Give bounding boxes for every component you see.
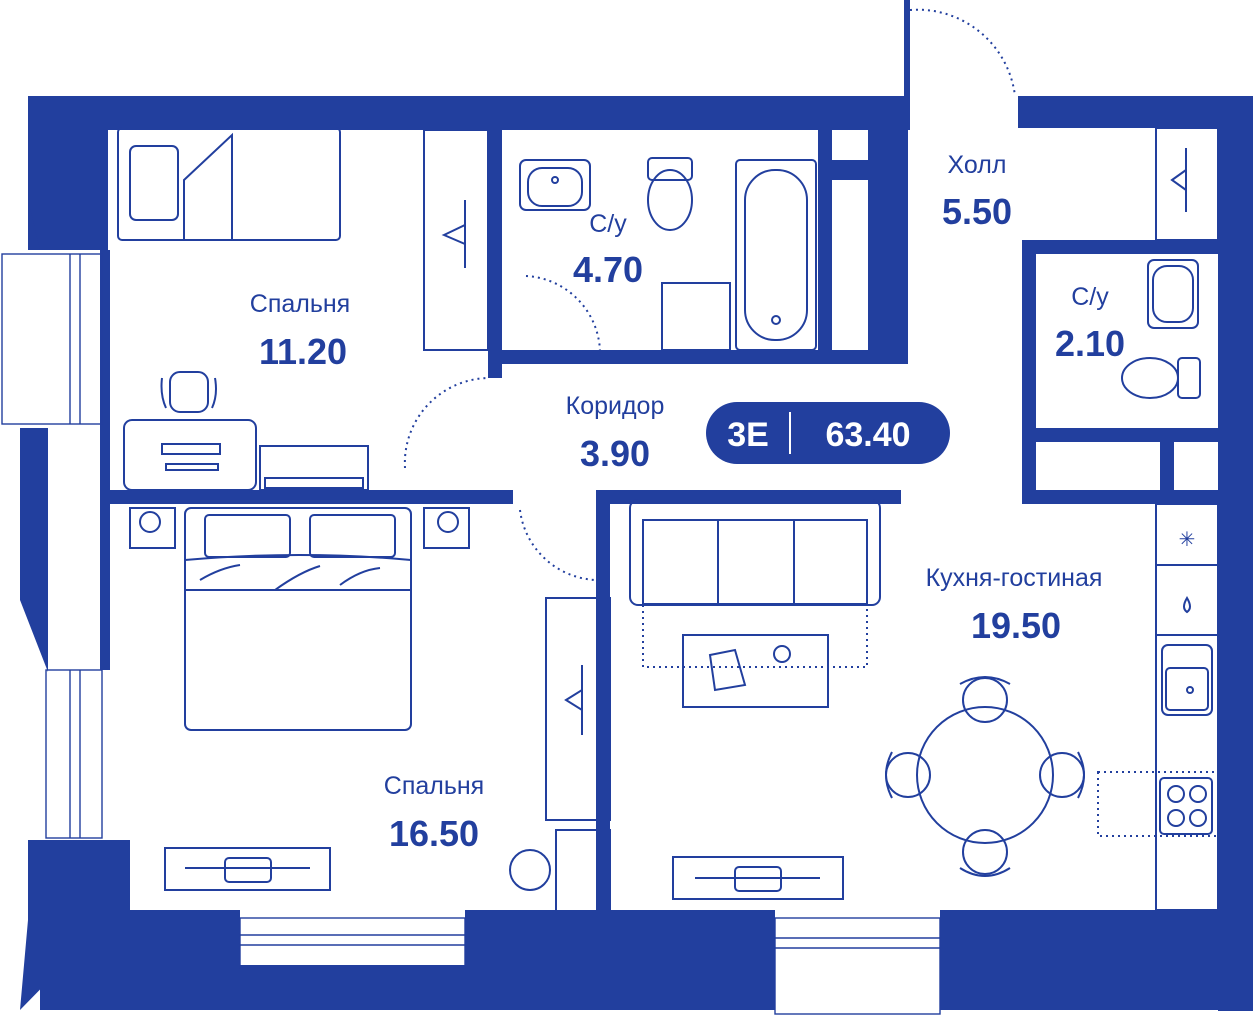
- apartment-badge: 3E 63.40: [706, 402, 950, 464]
- room-area-corridor: 3.90: [580, 433, 650, 474]
- kitchen-counter: ✳: [1097, 503, 1219, 911]
- apartment-type-code: 3E: [727, 416, 769, 454]
- dining-table: [885, 676, 1085, 877]
- windows: [1, 253, 941, 1015]
- room-area-bedroom-small: 11.20: [259, 331, 347, 372]
- room-name-bathroom-main: С/у: [589, 210, 627, 238]
- room-area-bathroom-small: 2.10: [1055, 323, 1125, 364]
- double-bed: [129, 507, 470, 731]
- bathtub-icon: [735, 159, 817, 351]
- small-bathroom-fixtures: [1121, 259, 1201, 399]
- bed-icon: [117, 127, 341, 241]
- bathroom-fixtures: [519, 157, 817, 351]
- sofa-icon: [629, 499, 881, 708]
- hall-wardrobe: [1155, 127, 1219, 241]
- wardrobe-large: [509, 597, 611, 913]
- room-name-bedroom-large: Спальня: [384, 772, 484, 800]
- dresser: [164, 847, 331, 891]
- svg-text:✳: ✳: [1179, 527, 1196, 551]
- apartment-total-area: 63.40: [825, 416, 910, 454]
- room-name-bathroom-small: С/у: [1071, 283, 1109, 311]
- walls: [20, 0, 1253, 1011]
- room-area-hall: 5.50: [942, 191, 1012, 232]
- room-name-bedroom-small: Спальня: [250, 290, 350, 318]
- hanger-icon: [441, 200, 466, 268]
- room-name-corridor: Коридор: [566, 392, 665, 420]
- doors: [403, 8, 1016, 581]
- toilet-icon: [1121, 357, 1201, 399]
- wardrobe: [423, 129, 489, 351]
- hanger-icon: [1170, 148, 1187, 212]
- freezer-icon: ✳: [1179, 527, 1196, 551]
- chair-icon: [160, 371, 217, 413]
- water-drop-icon: [1183, 596, 1191, 614]
- stove-icon: [1159, 777, 1213, 835]
- desk: [123, 371, 369, 491]
- room-name-kitchen-living: Кухня-гостиная: [926, 564, 1103, 592]
- toilet-icon: [647, 157, 693, 231]
- hanger-icon: [564, 665, 583, 735]
- sink-icon: [1161, 644, 1213, 716]
- sink-icon: [519, 159, 591, 211]
- room-name-hall: Холл: [948, 151, 1007, 179]
- sink-icon: [1147, 259, 1199, 329]
- room-area-kitchen-living: 19.50: [971, 605, 1061, 646]
- room-labels: Спальня 11.20 С/у 4.70 Холл 5.50 С/у 2.1…: [250, 151, 1125, 854]
- room-area-bathroom-main: 4.70: [573, 249, 643, 290]
- tv-stand: [672, 856, 844, 900]
- room-area-bedroom-large: 16.50: [389, 813, 479, 854]
